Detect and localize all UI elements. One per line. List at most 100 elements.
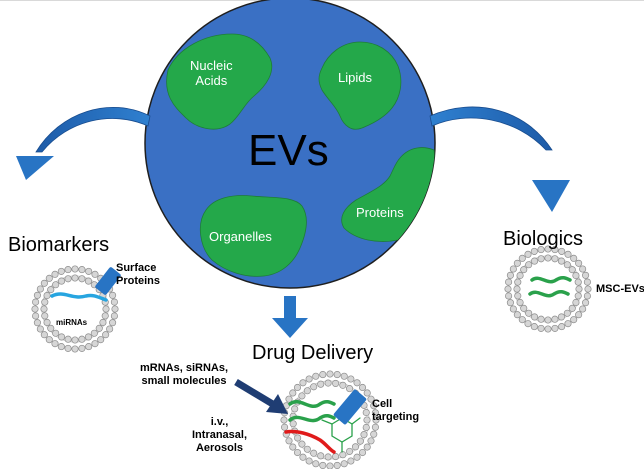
lipid-head	[64, 335, 72, 343]
lipid-head	[289, 420, 297, 428]
lipid-head	[102, 305, 110, 313]
lipid-head	[303, 445, 311, 453]
lipid-head	[514, 278, 522, 286]
lipid-head	[84, 277, 93, 285]
lipid-head	[317, 380, 325, 388]
lipid-head	[579, 265, 587, 273]
biologics-vesicle	[504, 245, 592, 333]
lipid-head	[340, 372, 348, 380]
mirna-strand	[50, 292, 108, 302]
lipid-head	[33, 319, 41, 327]
lipid-head	[71, 345, 79, 353]
lipid-head	[85, 267, 93, 275]
lipid-head	[333, 461, 341, 469]
lipid-head	[298, 392, 306, 400]
lipid-head	[317, 452, 325, 460]
lipid-head	[362, 408, 370, 417]
lipid-head	[111, 305, 119, 313]
lipid-head	[525, 261, 533, 269]
lipid-head	[347, 375, 355, 383]
lipid-head	[71, 265, 79, 273]
lipid-head	[33, 291, 41, 299]
lipid-head	[78, 335, 86, 343]
vesicle-lumen	[514, 255, 582, 323]
continent-nucleic-acids	[166, 33, 273, 130]
lipid-head	[505, 278, 513, 286]
lipid-head	[84, 333, 93, 341]
continent-lipids	[318, 41, 402, 130]
biomarkers-vesicle	[31, 265, 121, 353]
lipid-head	[572, 271, 580, 280]
label-lipids: Lipids	[338, 70, 372, 85]
lipid-head	[293, 448, 302, 457]
lipid-head	[41, 298, 49, 306]
lipid-head	[551, 324, 559, 332]
lipid-head	[570, 316, 578, 324]
lipid-head	[564, 320, 572, 328]
label-proteins: Proteins	[356, 205, 404, 220]
lipid-head	[299, 379, 307, 387]
arrow-to-biomarkers	[16, 107, 151, 180]
lipid-head	[367, 395, 375, 403]
lipid-head	[509, 265, 517, 273]
lipid-head	[372, 416, 380, 424]
lipid-head	[530, 313, 539, 321]
lipid-head	[584, 285, 592, 293]
lipid-head	[530, 323, 538, 331]
lipid-head	[43, 291, 51, 300]
globe-continents	[166, 33, 435, 277]
surface-protein-shape	[95, 267, 121, 295]
lipid-head	[551, 315, 559, 323]
lipid-head	[31, 305, 39, 313]
lipid-head	[506, 299, 514, 307]
arrow-to-drug-delivery	[272, 296, 308, 338]
lipid-head	[353, 379, 361, 387]
lipid-head	[281, 423, 289, 431]
lipid-head	[346, 447, 354, 455]
drug-delivery-vesicle	[280, 370, 380, 469]
lipid-head	[353, 453, 361, 461]
lipid-head	[303, 387, 311, 395]
lipid-head	[568, 304, 576, 312]
lipid-head	[520, 304, 528, 312]
lipid-head	[285, 437, 293, 445]
lipid-head	[85, 343, 93, 351]
arrow-to-biologics	[429, 106, 570, 212]
lipid-head	[289, 389, 297, 397]
lipid-head	[537, 255, 545, 263]
lipid-head	[513, 259, 521, 267]
lipid-head	[90, 329, 98, 337]
lipid-head	[518, 316, 526, 324]
lipid-head	[326, 462, 334, 469]
lipid-head	[64, 266, 72, 274]
evs-title: EVs	[248, 126, 329, 175]
lipid-head	[45, 274, 53, 282]
lipid-head	[305, 457, 313, 465]
lipid-head	[32, 312, 40, 320]
lipid-head	[551, 246, 559, 254]
lipid-head	[363, 443, 371, 451]
lipid-head	[367, 437, 375, 445]
continent-organelles	[199, 195, 307, 277]
lipid-head	[57, 333, 66, 341]
lipid-head	[575, 311, 583, 319]
lipid-head	[358, 383, 367, 392]
lipid-head	[280, 416, 288, 424]
lipid-head	[524, 250, 532, 258]
surface-proteins-label: Surface Proteins	[116, 262, 161, 287]
lipid-head	[310, 449, 318, 457]
lipid-head	[362, 423, 370, 432]
globe	[144, 0, 436, 289]
lipid-head	[41, 312, 49, 320]
lipid-head	[525, 309, 533, 317]
lipid-head	[110, 298, 118, 306]
routes-label: i.v., Intranasal, Aerosols	[192, 416, 248, 454]
lipid-head	[109, 291, 117, 299]
lipid-head	[71, 336, 79, 344]
lipid-head	[40, 331, 48, 339]
lipid-head	[91, 340, 99, 348]
lipid-head	[505, 292, 513, 300]
lipid-head	[583, 278, 591, 286]
